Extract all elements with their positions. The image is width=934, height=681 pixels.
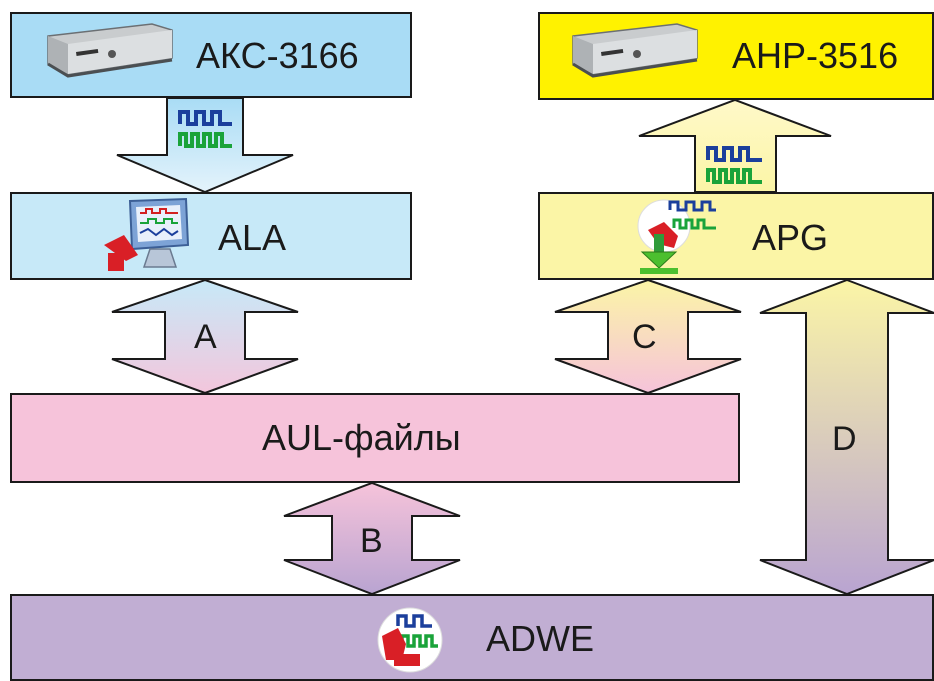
apg-box — [538, 192, 934, 280]
ala-box — [10, 192, 412, 280]
daq-device-icon — [572, 23, 698, 78]
arrow-d-label: D — [832, 420, 857, 458]
aul-label: AUL-файлы — [262, 417, 461, 458]
adwe-label: ADWE — [486, 618, 594, 659]
apg-label: APG — [752, 217, 829, 258]
logic-analyzer-icon — [104, 197, 190, 271]
akc-label: АКС-3166 — [196, 35, 359, 76]
waveform-editor-icon — [377, 607, 443, 673]
aul-box — [10, 393, 740, 483]
ahp-label: AHP-3516 — [732, 35, 899, 76]
arrow-c-label: C — [632, 318, 657, 356]
digital-signal-icon — [178, 110, 232, 148]
daq-device-icon — [47, 23, 173, 78]
ala-label: ALA — [218, 217, 287, 258]
pattern-generator-icon — [637, 199, 716, 274]
arrow-apg-to-ahp — [638, 98, 832, 193]
arrow-a-label: A — [194, 318, 217, 356]
arrow-b-label: B — [360, 522, 383, 560]
adwe-box — [10, 594, 934, 681]
digital-signal-icon — [706, 146, 762, 184]
